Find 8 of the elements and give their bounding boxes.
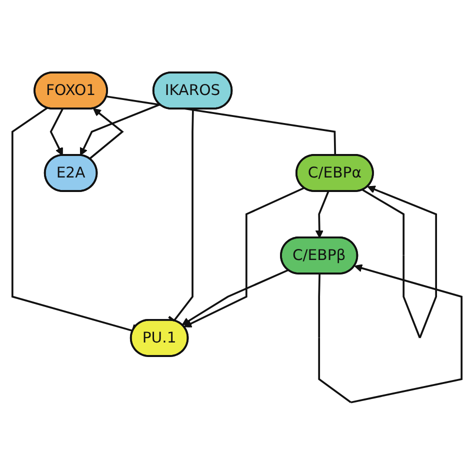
arrow bbox=[182, 268, 289, 325]
arrow bbox=[80, 103, 160, 156]
arrow bbox=[315, 190, 330, 238]
arrow bbox=[50, 108, 64, 156]
arrow bbox=[89, 108, 124, 159]
arrow bbox=[318, 264, 463, 403]
arrow bbox=[184, 186, 305, 327]
arrow bbox=[362, 185, 437, 338]
